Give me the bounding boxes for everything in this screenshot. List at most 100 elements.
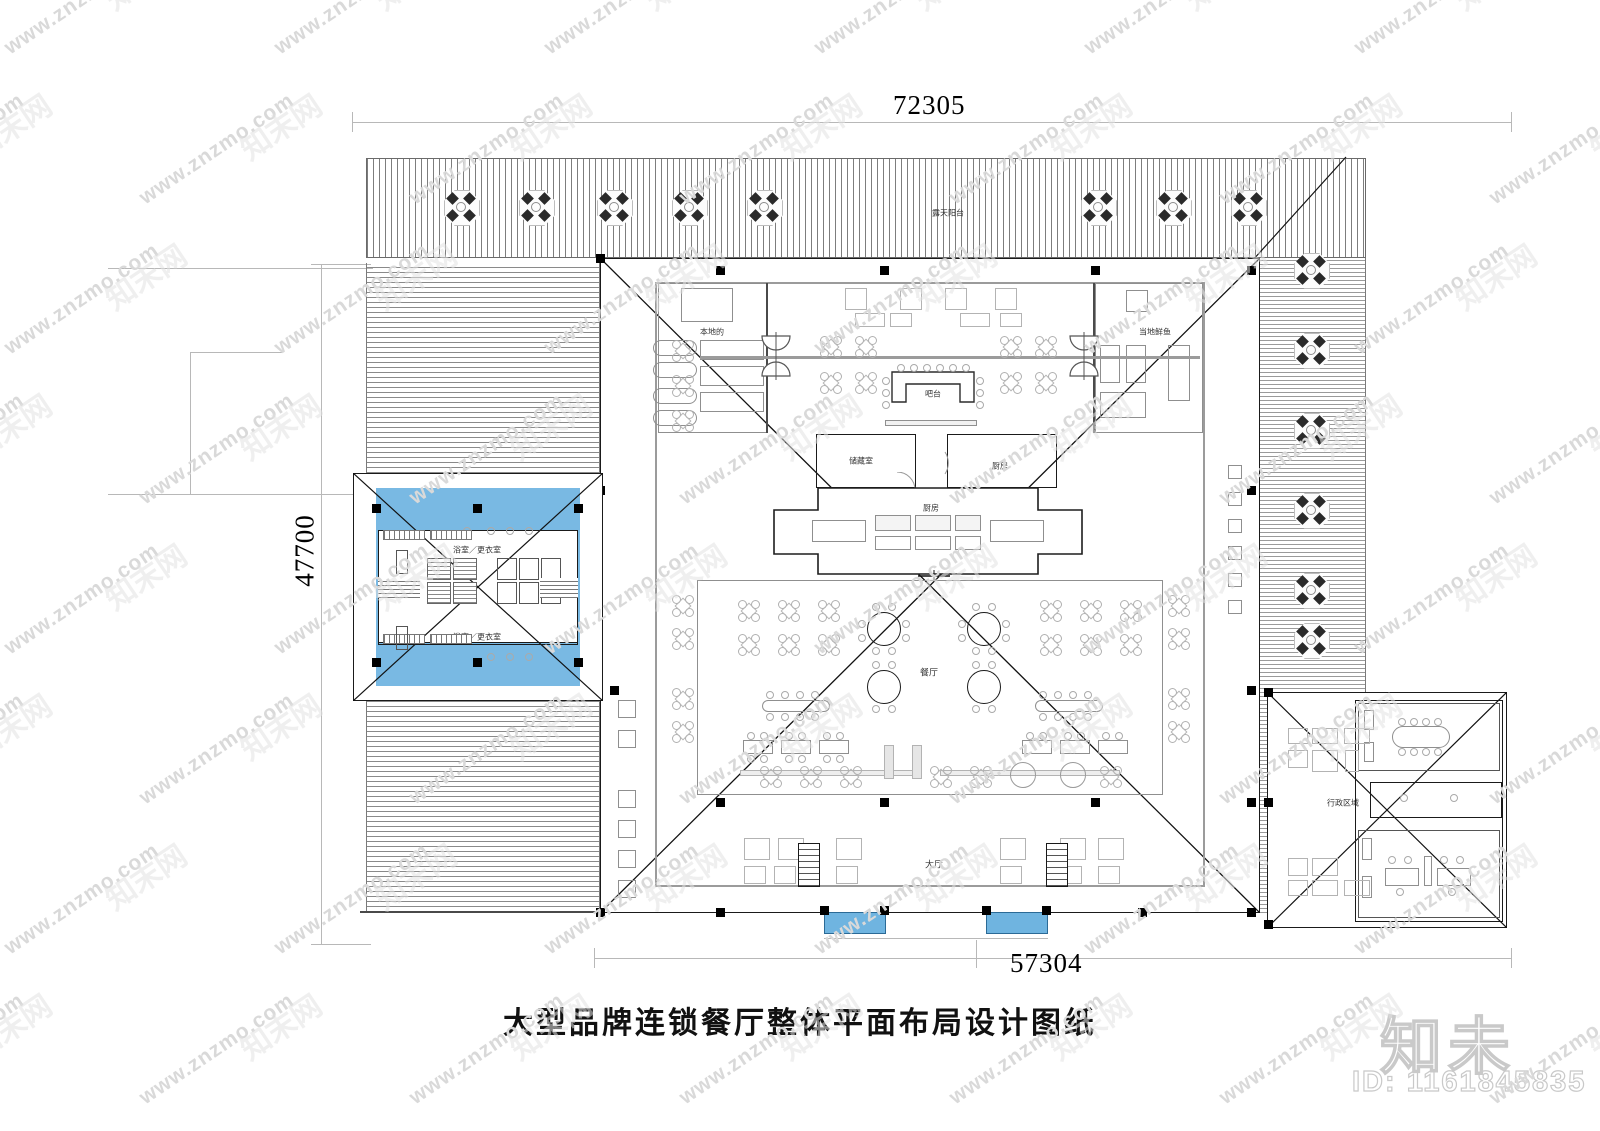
chair bbox=[1398, 748, 1406, 756]
planter-box bbox=[618, 700, 636, 718]
display-case bbox=[681, 288, 733, 322]
display-shelf bbox=[1100, 345, 1120, 383]
chair bbox=[1120, 647, 1129, 656]
square-table-4-seats bbox=[1120, 634, 1142, 656]
chair bbox=[1084, 691, 1092, 699]
square-table-4-seats bbox=[855, 336, 877, 358]
square-table-4-seats bbox=[672, 628, 694, 650]
dimension-line-left bbox=[321, 264, 322, 944]
dining-hall-boundary bbox=[697, 580, 1163, 795]
chair bbox=[1448, 888, 1456, 896]
room-label-local-fish: 当地鲜鱼 bbox=[1139, 327, 1171, 337]
chair bbox=[888, 603, 896, 611]
chair bbox=[1133, 600, 1142, 609]
lounge-coffee-table bbox=[1312, 750, 1338, 772]
lounge-sofa bbox=[1344, 728, 1370, 744]
chair bbox=[785, 755, 793, 763]
sink-basin bbox=[525, 653, 533, 661]
chair bbox=[1080, 634, 1089, 643]
chair bbox=[751, 634, 760, 643]
room-label-local: 本地的 bbox=[700, 327, 724, 337]
chair bbox=[1388, 856, 1396, 864]
locker-bank bbox=[383, 530, 425, 540]
chair bbox=[1093, 613, 1102, 622]
kitchen-equipment bbox=[955, 515, 981, 531]
parasol-table bbox=[672, 190, 708, 226]
kitchen-door-swing bbox=[944, 451, 949, 475]
parasol-hub bbox=[609, 202, 619, 212]
square-table-4-seats bbox=[1080, 634, 1102, 656]
chair bbox=[1133, 634, 1142, 643]
toilet-stall bbox=[519, 582, 539, 604]
chair bbox=[902, 620, 910, 628]
chair bbox=[988, 705, 996, 713]
kitchen-equipment bbox=[875, 536, 911, 550]
bench bbox=[396, 550, 408, 574]
chair bbox=[738, 634, 747, 643]
counter-upper-left bbox=[700, 366, 764, 386]
parasol-table bbox=[1294, 573, 1330, 609]
rect-table-4-seats bbox=[781, 740, 811, 754]
toilet-stall bbox=[519, 558, 539, 580]
kitchen-equipment bbox=[955, 536, 981, 550]
chair bbox=[1093, 647, 1102, 656]
structural-column bbox=[716, 266, 725, 275]
counter-upper-left bbox=[700, 392, 764, 412]
chair bbox=[798, 732, 806, 740]
room-label-kitchen-main: 厨房 bbox=[923, 503, 939, 513]
square-table-4-seats bbox=[820, 336, 842, 358]
chair bbox=[1002, 620, 1010, 628]
chair bbox=[747, 755, 755, 763]
square-table-4-seats bbox=[1040, 634, 1062, 656]
partition-panel bbox=[1424, 856, 1432, 886]
locker-bank bbox=[430, 634, 472, 644]
dimension-tick-bottom-right bbox=[1511, 948, 1512, 968]
chair bbox=[823, 732, 831, 740]
lobby-seating bbox=[836, 866, 858, 884]
square-table-4-seats bbox=[672, 375, 694, 397]
dimension-line-top bbox=[352, 122, 1512, 123]
lounge-sofa bbox=[945, 288, 967, 310]
toilet-stall bbox=[541, 558, 561, 580]
planter-box bbox=[1228, 600, 1242, 614]
chair bbox=[1064, 732, 1072, 740]
construction-line-bottom bbox=[108, 494, 360, 495]
chair bbox=[902, 634, 910, 642]
bar-stool bbox=[897, 364, 905, 372]
square-table-4-seats bbox=[1168, 688, 1190, 710]
bar-back-counter bbox=[885, 420, 977, 426]
parasol-hub bbox=[1306, 265, 1316, 275]
chair bbox=[858, 634, 866, 642]
chair bbox=[1054, 691, 1062, 699]
chair bbox=[1002, 634, 1010, 642]
square-table-4-seats bbox=[1100, 766, 1122, 788]
chair bbox=[972, 661, 980, 669]
chair bbox=[958, 634, 966, 642]
inner-wall-left bbox=[655, 282, 657, 887]
construction-line-upper bbox=[108, 268, 373, 269]
chair bbox=[972, 705, 980, 713]
structural-column bbox=[982, 906, 991, 915]
inner-wall-bottom bbox=[655, 885, 1205, 887]
bench bbox=[396, 626, 408, 650]
lounge-sofa bbox=[1288, 728, 1308, 744]
chair bbox=[818, 647, 827, 656]
square-table-4-seats bbox=[672, 340, 694, 362]
left-deck-field bbox=[366, 263, 600, 478]
counter-upper-left bbox=[700, 340, 764, 360]
square-table-4-seats bbox=[818, 600, 840, 622]
entrance-reference-line bbox=[824, 938, 1048, 939]
room-label-storage: 储藏室 bbox=[849, 456, 873, 466]
structural-column bbox=[372, 504, 381, 513]
rect-table-4-seats bbox=[1060, 740, 1090, 754]
bath-annex-interior-upper bbox=[378, 531, 578, 587]
parasol-hub bbox=[1306, 505, 1316, 515]
lobby-seating bbox=[774, 866, 796, 884]
chair bbox=[1440, 856, 1448, 864]
parasol-hub bbox=[1168, 202, 1178, 212]
chair bbox=[1456, 856, 1464, 864]
structural-column bbox=[1247, 798, 1256, 807]
room-label-kitchen-right: 厨房 bbox=[992, 461, 1008, 471]
terrace-deck-top bbox=[366, 158, 1366, 258]
bar-stool bbox=[976, 389, 984, 397]
